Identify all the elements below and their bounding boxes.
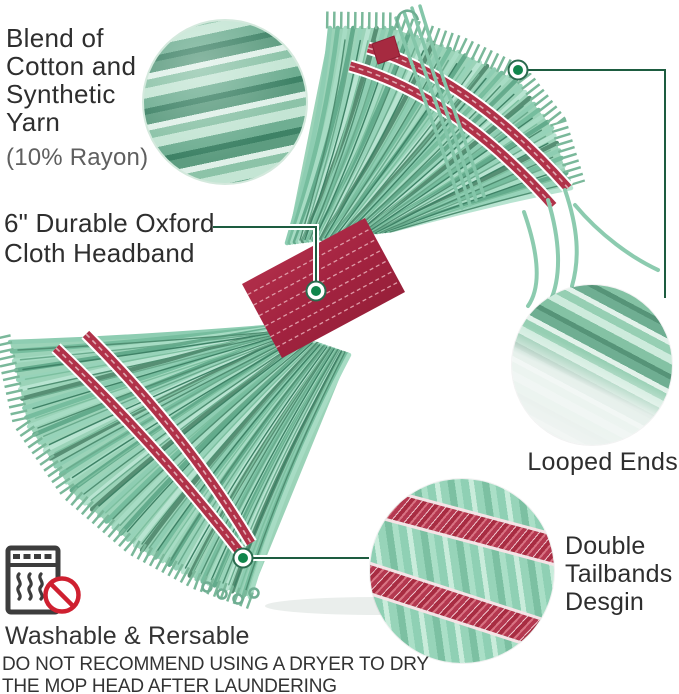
yarn-blend-line: Synthetic <box>6 79 116 109</box>
top-tail-strands <box>371 4 486 210</box>
washable-title: Washable & Rersable <box>5 622 250 650</box>
tailbands-label: Double Tailbands Desgin <box>565 532 672 616</box>
tailbands-closeup-inset <box>370 479 554 663</box>
yarn-blend-line: Yarn <box>6 107 61 137</box>
heat-waves-icon <box>16 572 44 601</box>
callout-line <box>213 226 317 281</box>
prohibition-icon <box>43 576 81 614</box>
headband-label: 6" Durable Oxford Cloth Headband <box>4 208 215 268</box>
tailbands-label-line: Desgin <box>565 588 645 616</box>
headband-callout <box>213 224 327 302</box>
headband-stitching <box>247 227 400 349</box>
hanging-ends <box>522 188 660 308</box>
rayon-note: (10% Rayon) <box>6 144 149 171</box>
looped-ends-closeup-inset <box>512 285 672 445</box>
upper-fringe <box>325 11 586 187</box>
headband-label-line: Cloth Headband <box>4 238 195 268</box>
headband-label-line: 6" Durable Oxford <box>4 208 215 238</box>
yarn-blend-label: Blend of Cotton and Synthetic Yarn (10% … <box>6 24 148 172</box>
tailbands-callout <box>232 547 369 569</box>
tailbands-label-line: Tailbands <box>565 560 673 588</box>
dryer-warning-line: THE MOP HEAD AFTER LAUNDERING <box>2 676 337 694</box>
callout-line <box>527 69 666 298</box>
dryer-warning: DO NOT RECOMMEND USING A DRYER TO DRY TH… <box>2 654 429 694</box>
yarn-blend-line: Blend of <box>6 23 104 53</box>
looped-tips <box>201 581 260 605</box>
dryer-buttons <box>13 554 52 559</box>
lower-fan-strands <box>7 324 352 600</box>
yarn-closeup-inset <box>142 19 308 185</box>
tailbands-label-line: Double <box>565 532 646 560</box>
yarn-blend-line: Cotton and <box>6 51 137 81</box>
lower-tailbands <box>51 329 257 560</box>
looped-ends-label: Looped Ends <box>527 448 678 476</box>
tail-tie-band <box>371 35 401 65</box>
dryer-warning-line: DO NOT RECOMMEND USING A DRYER TO DRY <box>2 654 429 675</box>
dryer-icon <box>5 545 81 615</box>
looped-ends-callout <box>507 59 668 298</box>
